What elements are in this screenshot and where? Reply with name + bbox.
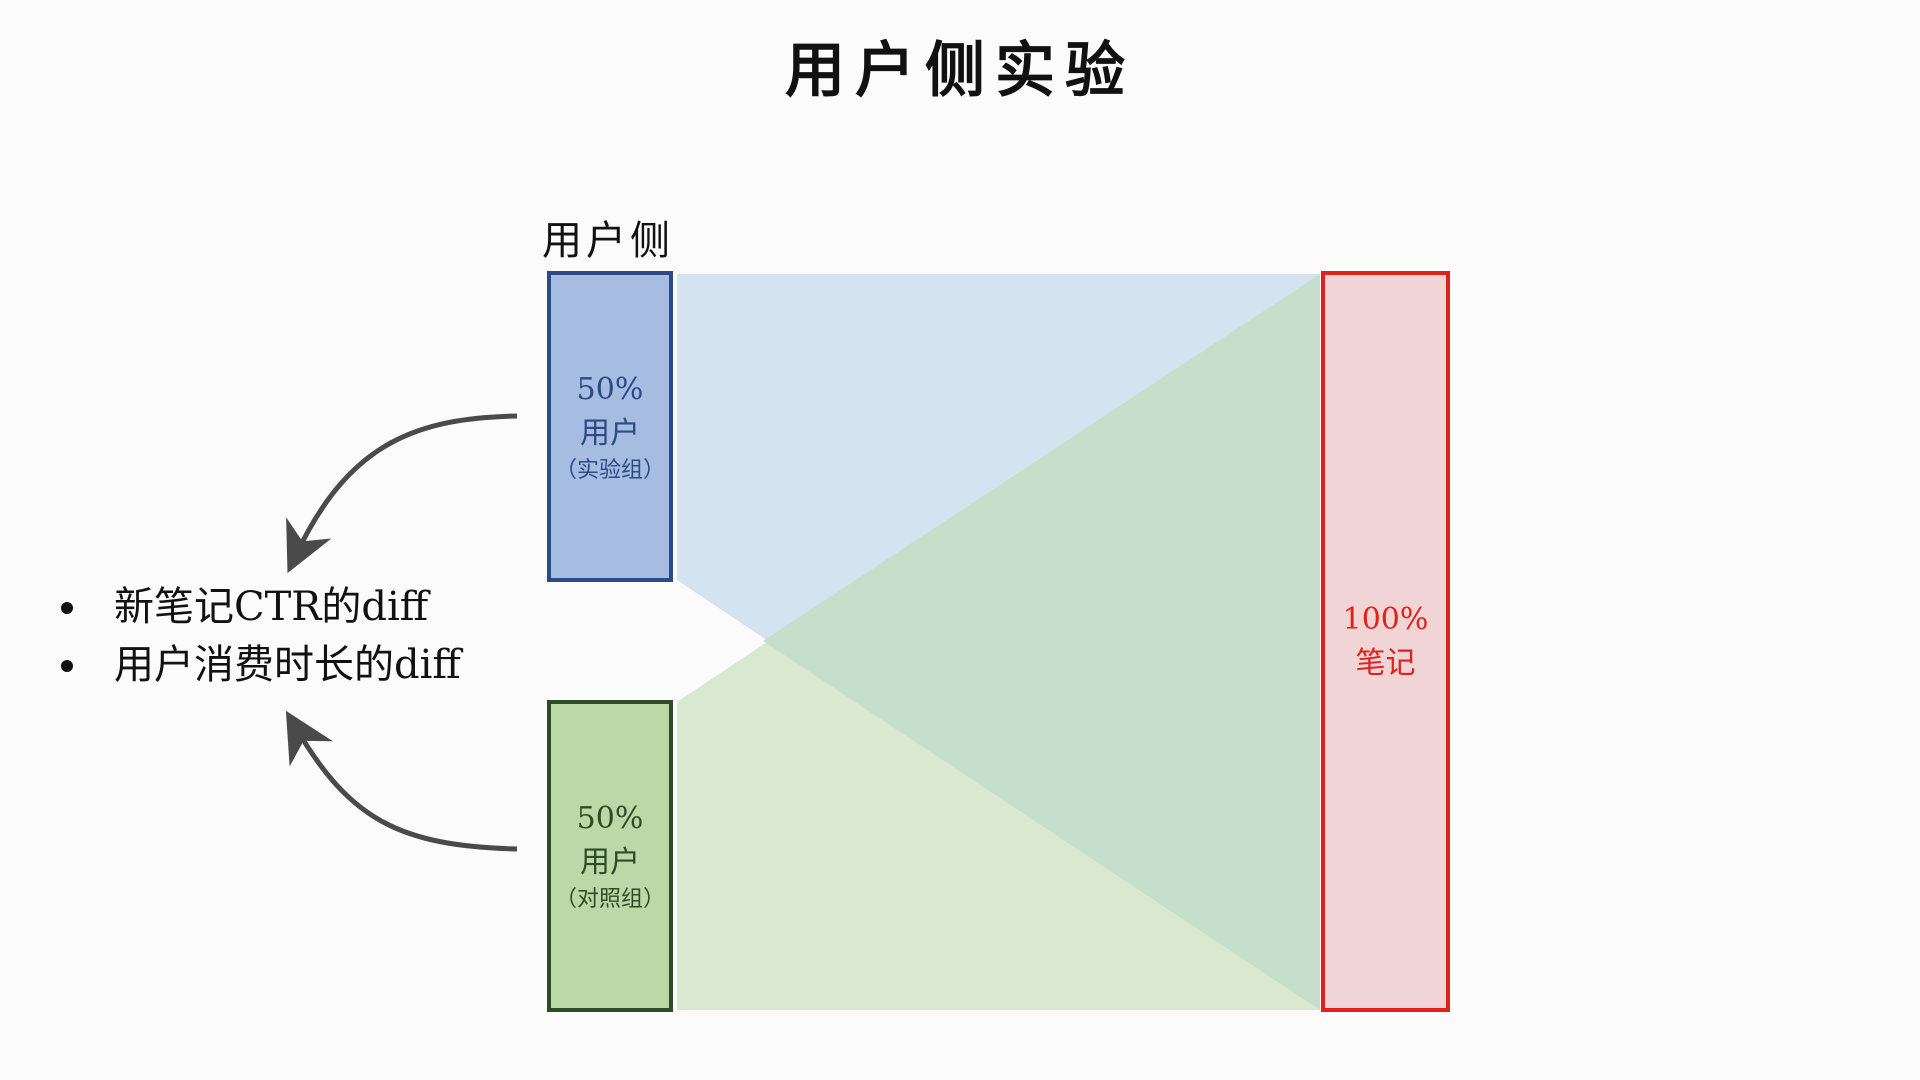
control-percent: 50% (576, 801, 644, 836)
metric-item: 用户消费时长的diff (55, 636, 461, 694)
metric-text: 新笔记CTR的diff (114, 584, 429, 630)
experiment-percent: 50% (576, 371, 644, 407)
notes-pool-box: 100% 笔记 (1321, 271, 1450, 1012)
arrow-control-to-metrics (285, 710, 518, 852)
notes-percent: 100% (1342, 601, 1429, 637)
metrics-list: 新笔记CTR的diff 用户消费时长的diff (55, 578, 461, 694)
experiment-group-label: （实验组） (554, 457, 665, 483)
notes-label: 笔记 (1355, 645, 1416, 681)
control-group-label: （对照组） (554, 887, 665, 912)
metric-text: 用户消费时长的diff (114, 642, 461, 688)
user-side-label: 用户侧 (542, 218, 674, 264)
metric-item: 新笔记CTR的diff (55, 578, 461, 636)
arrow-experiment-to-metrics (286, 413, 518, 574)
slide-title: 用户侧实验 (785, 36, 1135, 106)
bullet-icon (61, 602, 73, 614)
experiment-group-box: 50% 用户 （实验组） (547, 271, 673, 582)
overlap-flow-band (763, 274, 1320, 1010)
control-who: 用户 (580, 845, 640, 880)
bullet-icon (61, 660, 73, 672)
control-group-box: 50% 用户 （对照组） (547, 700, 673, 1012)
experiment-who: 用户 (580, 415, 640, 451)
